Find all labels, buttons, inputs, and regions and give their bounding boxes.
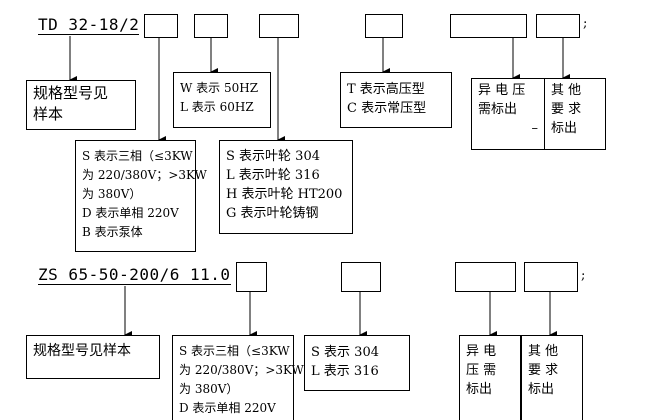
code-slot-5 — [450, 14, 527, 38]
impeller-line-3: H 表示叶轮 HT200 — [226, 187, 343, 202]
other2-line-3: 标出 — [528, 382, 555, 397]
impeller-line-1: S 表示叶轮 304 — [226, 149, 320, 164]
phase-line-4: D 表示单相 220V — [82, 206, 179, 220]
phase2-line-1: S 表示三相（≤3KW — [179, 344, 290, 358]
other-box: 其 他 要 求 标出 — [544, 78, 606, 150]
phase-line-5: B 表示泵体 — [82, 225, 143, 239]
pressure-line-2: C 表示常压型 — [347, 101, 427, 116]
series-line-1: 规格型号见 — [33, 84, 109, 102]
impeller-box: S 表示叶轮 304 L 表示叶轮 316 H 表示叶轮 HT200 G 表示叶… — [219, 140, 353, 234]
model-code-zs: ZS 65-50-200/6 11.0 — [38, 265, 231, 285]
code-slot-6 — [536, 14, 580, 38]
voltage-box: 异 电 压 需标出 – — [471, 78, 545, 150]
voltage-line-1: 异 电 压 — [478, 83, 526, 98]
series-box: 规格型号见 样本 — [26, 80, 136, 130]
model-code-td: TD 32-18/2 — [38, 15, 140, 35]
series2-line-1: 规格型号见样本 — [33, 343, 131, 359]
pressure-line-1: T 表示高压型 — [347, 82, 425, 97]
phase2-line-4: D 表示单相 220V — [179, 401, 276, 415]
phase-box: S 表示三相（≤3KW 为 220/380V；>3KW 为 380V） D 表示… — [75, 140, 207, 252]
other-line-1: 其 他 — [551, 83, 582, 98]
impeller-line-2: L 表示叶轮 316 — [226, 168, 320, 183]
pressure-box: T 表示高压型 C 表示常压型 — [340, 72, 452, 128]
semicolon-2: ; — [581, 268, 586, 283]
code-slot-2 — [194, 14, 228, 38]
material-box: S 表示 304 L 表示 316 — [304, 335, 410, 391]
phase-line-3: 为 380V） — [82, 187, 142, 201]
freq-line-2: L 表示 60HZ — [180, 100, 254, 114]
other-box-2: 其 他 要 求 标出 — [521, 335, 583, 420]
series-line-2: 样本 — [33, 105, 64, 123]
voltage-line-3: – — [531, 121, 539, 136]
code-slot-1 — [144, 14, 178, 38]
code-slot-4 — [365, 14, 403, 38]
phase-line-1: S 表示三相（≤3KW — [82, 149, 193, 163]
code-slot-3 — [259, 14, 299, 38]
phase-line-2: 为 220/380V；>3KW — [82, 168, 207, 182]
voltage2-line-1: 异 电 — [466, 344, 497, 359]
other-line-3: 标出 — [551, 121, 578, 136]
other2-line-1: 其 他 — [528, 344, 559, 359]
other2-line-2: 要 求 — [528, 363, 559, 378]
semicolon: ; — [583, 16, 588, 31]
phase2-line-2: 为 220/380V；>3KW — [179, 363, 304, 377]
code-slot-22 — [341, 262, 381, 292]
impeller-line-4: G 表示叶轮铸钢 — [226, 206, 319, 221]
other-line-2: 要 求 — [551, 102, 582, 117]
code-slot-21 — [236, 262, 267, 292]
voltage2-line-3: 标出 — [466, 382, 493, 397]
voltage-line-2: 需标出 — [478, 102, 518, 117]
material-line-2: L 表示 316 — [311, 364, 379, 379]
voltage2-line-2: 压 需 — [466, 363, 497, 378]
code-slot-23 — [455, 262, 516, 292]
freq-line-1: W 表示 50HZ — [180, 81, 259, 95]
frequency-box: W 表示 50HZ L 表示 60HZ — [173, 72, 271, 128]
voltage-box-2: 异 电 压 需 标出 — [459, 335, 521, 420]
series-box-2: 规格型号见样本 — [26, 335, 160, 379]
phase2-line-3: 为 380V） — [179, 382, 239, 396]
material-line-1: S 表示 304 — [311, 345, 379, 360]
phase-box-2: S 表示三相（≤3KW 为 220/380V；>3KW 为 380V） D 表示… — [172, 335, 304, 420]
code-slot-24 — [524, 262, 578, 292]
